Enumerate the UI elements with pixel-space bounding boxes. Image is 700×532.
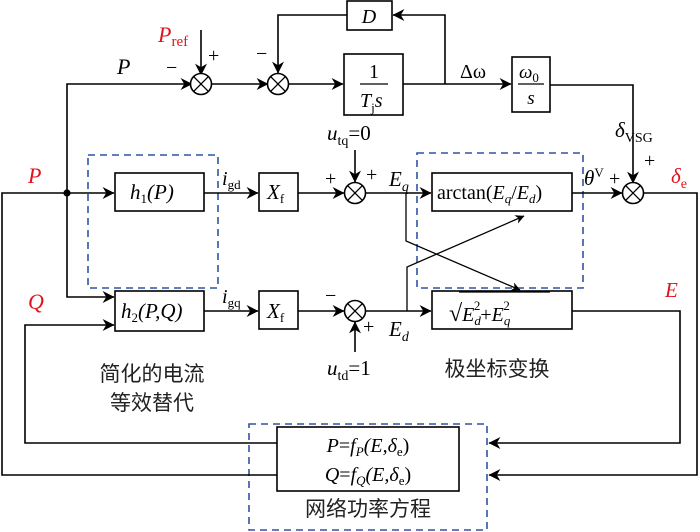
sign-sum2-d: −	[256, 43, 267, 65]
arctan-label: arctan(Eq/Ed)	[437, 182, 542, 206]
integrator-denominator: s	[527, 88, 534, 109]
igd-label: igd	[222, 168, 241, 192]
sign-sum4-u: +	[363, 316, 374, 338]
xf-bottom-block	[258, 290, 299, 330]
wire-q-to-h2	[24, 319, 277, 444]
wire-network-q-return	[1, 192, 277, 476]
caption-current-equiv-line2: 等效替代	[110, 391, 194, 415]
wire-p-to-sum1	[66, 78, 193, 193]
magnitude-block	[431, 290, 573, 330]
caption-current-equiv-line1: 简化的电流	[100, 362, 205, 386]
group-polar-transform	[416, 152, 584, 289]
wire-damping-to-sum2	[272, 14, 347, 74]
delta-vsg-label: δVSG	[615, 118, 653, 146]
xf-top-block	[258, 172, 299, 212]
sum-junction-5	[621, 181, 645, 205]
caption-network-power: 网络功率方程	[305, 497, 431, 521]
caption-polar-transform: 极坐标变换	[445, 357, 550, 381]
theta-v-label: θV	[584, 165, 604, 190]
h2-block	[114, 290, 205, 332]
sign-sum4-x: −	[325, 285, 336, 307]
delta-omega-label: Δω	[460, 61, 486, 83]
group-network-power	[248, 423, 488, 531]
network-eq-p: P=fP(E,δe)	[326, 435, 410, 459]
p-signal-label: P	[27, 163, 41, 188]
sign-sum3-x: +	[325, 168, 336, 190]
sum-junction-3	[343, 181, 367, 205]
sign-sum1-pref: +	[208, 45, 219, 67]
utq-label: utq=0	[327, 121, 371, 149]
p-feedback-label: P	[116, 54, 130, 79]
ed-label: Ed	[388, 317, 410, 345]
h1-block	[114, 172, 205, 212]
wire-e-to-network	[488, 310, 681, 449]
inertia-denominator: Tjs	[360, 90, 383, 115]
igq-label: igq	[222, 286, 241, 310]
wire-to-damping	[392, 9, 446, 84]
inertia-numerator: 1	[369, 61, 379, 83]
pref-label: Pref	[157, 22, 188, 50]
xf-top-label: Xf	[266, 180, 285, 206]
damping-label: D	[361, 6, 377, 28]
wire-p-to-h2	[66, 193, 115, 303]
network-block	[276, 426, 460, 492]
eq-label: Eq	[388, 167, 409, 195]
wire-delta-vsg	[550, 84, 639, 184]
delta-e-label: δe	[671, 164, 687, 192]
h2-label: h2(P,Q)	[121, 299, 183, 325]
sign-sum1-p: −	[166, 57, 177, 79]
magnitude-label: √Ed2+Eq2	[449, 298, 511, 328]
integrator-numerator: ω0	[519, 62, 539, 85]
wire-ed-to-arctan	[406, 215, 525, 311]
group-current-equivalent	[87, 154, 219, 289]
utd-label: utd=1	[327, 356, 371, 384]
sign-sum5-delta: +	[644, 150, 655, 172]
arctan-block	[431, 172, 573, 212]
sum-junction-2	[266, 72, 290, 96]
h1-label: h1(P)	[130, 180, 174, 206]
e-mag-label: E	[664, 278, 678, 302]
wire-eq-to-magnitude	[405, 193, 521, 291]
sum-junction-1	[189, 72, 213, 96]
wire-delta-e-to-network	[488, 192, 698, 481]
damping-block	[346, 0, 393, 31]
xf-bottom-label: Xf	[266, 299, 285, 325]
network-eq-q: Q=fQ(E,δe)	[325, 464, 411, 488]
q-signal-label: Q	[28, 289, 44, 314]
sign-sum5-theta: +	[609, 168, 620, 190]
sign-sum3-u: +	[366, 164, 377, 186]
